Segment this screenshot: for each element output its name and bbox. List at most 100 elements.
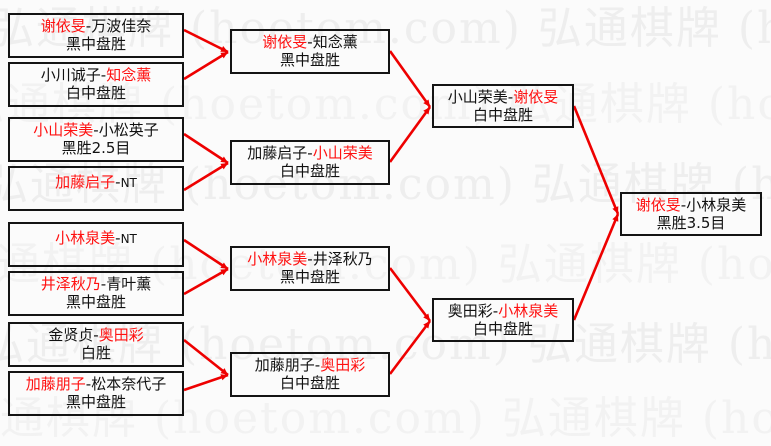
match-result: 黑中盘胜 <box>279 51 340 69</box>
player-left: 小林泉美 <box>247 250 308 269</box>
match-box[interactable]: 金贤贞-奥田彩白胜 <box>8 322 184 367</box>
match-result: 白胜 <box>80 344 111 362</box>
player-left: 加藤朋子 <box>25 375 86 394</box>
match-result: 白中盘胜 <box>472 319 533 338</box>
player-right-nt: NT <box>120 232 137 246</box>
match-box[interactable]: 加藤朋子-奥田彩白中盘胜 <box>230 352 390 397</box>
match-box[interactable]: 小山荣美-谢依旻白中盘胜 <box>432 84 574 128</box>
match-result: 黑中盘胜 <box>65 35 126 53</box>
connector-arrow <box>220 262 228 269</box>
player-right: 小林泉美 <box>686 195 747 214</box>
vs-separator: - <box>93 121 99 140</box>
connector-line <box>183 373 229 392</box>
connector-line <box>183 28 229 54</box>
connector-line <box>388 106 432 163</box>
match-result: 黑中盘胜 <box>65 393 126 411</box>
player-right: 万波佳奈 <box>91 17 152 36</box>
connector-line <box>183 338 229 377</box>
vs-separator: - <box>307 33 313 52</box>
connector-arrow <box>612 206 619 214</box>
player-right: 谢依旻 <box>513 87 559 106</box>
vs-separator: - <box>85 375 92 394</box>
player-right: 青叶薰 <box>106 275 152 294</box>
connector-line <box>183 161 229 192</box>
player-left: 加藤启子 <box>55 173 116 191</box>
match-result: 白中盘胜 <box>279 374 340 392</box>
vs-separator: - <box>85 17 92 36</box>
player-left: 小山荣美 <box>33 121 94 140</box>
match-players: 小林泉美-井泽秋乃 <box>247 251 372 268</box>
match-box[interactable]: 小林泉美-NT <box>8 222 184 267</box>
player-right: 小山荣美 <box>312 144 373 163</box>
match-box[interactable]: 谢依旻-小林泉美黑胜3.5目 <box>620 192 762 236</box>
player-left: 谢依旻 <box>635 195 681 214</box>
match-players: 谢依旻-万波佳奈 <box>41 18 151 35</box>
match-result: 白中盘胜 <box>65 84 126 102</box>
match-players: 谢依旻-知念薰 <box>262 34 357 51</box>
connector-arrow <box>220 269 228 276</box>
vs-separator: - <box>115 229 121 247</box>
match-result: 黑胜2.5目 <box>61 139 131 157</box>
vs-separator: - <box>100 275 107 294</box>
player-right: 知念薰 <box>106 66 152 85</box>
connector-lines <box>183 28 620 392</box>
match-players: 小林泉美-NT <box>55 230 137 247</box>
match-box[interactable]: 加藤朋子-松本奈代子黑中盘胜 <box>8 371 184 416</box>
connector-arrow <box>220 163 228 170</box>
player-left: 井泽秋乃 <box>40 275 101 294</box>
connector-arrow <box>220 52 228 59</box>
player-right: 小松英子 <box>98 121 159 140</box>
connector-arrow <box>220 374 228 381</box>
match-players: 加藤启子-小山荣美 <box>247 145 372 162</box>
match-box[interactable]: 加藤启子-小山荣美白中盘胜 <box>230 140 390 185</box>
match-players: 金贤贞-奥田彩 <box>48 327 143 344</box>
connector-arrow <box>220 156 228 163</box>
match-box[interactable]: 谢依旻-知念薰黑中盘胜 <box>230 29 390 74</box>
player-left: 加藤朋子 <box>254 356 315 375</box>
player-left: 奥田彩 <box>447 301 493 320</box>
player-right: 井泽秋乃 <box>312 250 373 269</box>
vs-separator: - <box>492 301 499 320</box>
match-players: 加藤朋子-松本奈代子 <box>26 376 166 393</box>
match-players: 小川诚子-知念薰 <box>41 67 151 84</box>
match-players: 加藤启子-NT <box>55 174 137 191</box>
connector-arrow <box>423 107 430 115</box>
vs-separator: - <box>680 195 687 214</box>
connector-line <box>183 267 229 296</box>
match-result: 黑胜3.5目 <box>656 213 726 232</box>
player-right: 小林泉美 <box>498 301 559 320</box>
match-players: 谢依旻-小林泉美 <box>635 195 747 214</box>
match-box[interactable]: 加藤启子-NT <box>8 166 184 211</box>
player-right: 松本奈代子 <box>91 375 167 394</box>
match-box[interactable]: 小山荣美-小松英子黑胜2.5目 <box>8 117 184 162</box>
vs-separator: - <box>507 87 514 106</box>
connector-arrow <box>612 214 619 222</box>
connector-line <box>572 105 620 215</box>
player-right: 知念薰 <box>312 33 358 52</box>
player-right-nt: NT <box>120 176 137 190</box>
player-left: 谢依旻 <box>262 33 308 52</box>
match-box[interactable]: 井泽秋乃-青叶薰黑中盘胜 <box>8 271 184 316</box>
match-box[interactable]: 小林泉美-井泽秋乃黑中盘胜 <box>230 246 390 291</box>
match-result: 白中盘胜 <box>279 162 340 180</box>
player-left: 小山荣美 <box>447 87 508 106</box>
match-result: 黑中盘胜 <box>279 268 340 286</box>
vs-separator: - <box>100 66 107 85</box>
match-box[interactable]: 奥田彩-小林泉美白中盘胜 <box>432 298 574 342</box>
bracket-canvas: 弘通棋牌 (hoetom.com) 弘通棋牌 (hoetom.com)弘通棋牌 … <box>0 3 771 416</box>
connector-arrow <box>220 46 228 52</box>
connector-line <box>572 213 620 321</box>
connector-line <box>388 267 432 322</box>
match-players: 井泽秋乃-青叶薰 <box>41 276 151 293</box>
connector-line <box>183 132 229 165</box>
match-box[interactable]: 小川诚子-知念薰白中盘胜 <box>8 62 184 107</box>
vs-separator: - <box>307 144 313 163</box>
vs-separator: - <box>307 250 313 269</box>
player-left: 加藤启子 <box>247 144 308 163</box>
connector-arrow <box>423 321 430 329</box>
vs-separator: - <box>314 356 321 375</box>
player-left: 谢依旻 <box>40 17 86 36</box>
match-players: 奥田彩-小林泉美 <box>447 301 559 320</box>
match-box[interactable]: 谢依旻-万波佳奈黑中盘胜 <box>8 13 184 58</box>
connector-line <box>183 238 229 271</box>
